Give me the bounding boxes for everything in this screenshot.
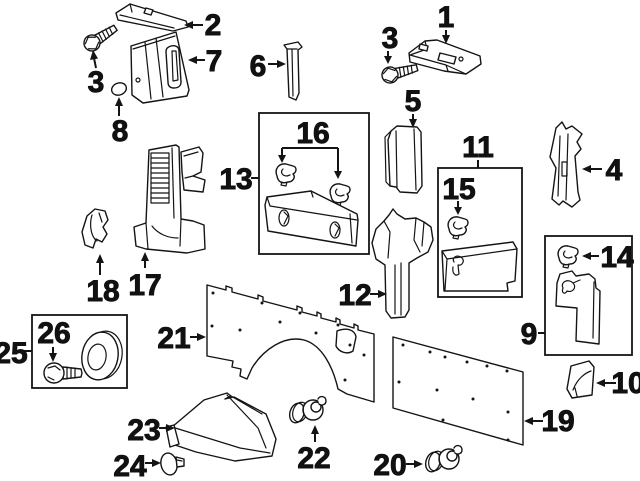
callout-21: 21: [157, 322, 190, 355]
callout-16: 16: [296, 117, 329, 150]
callout-22: 22: [297, 442, 330, 475]
leader-arrow-17: [141, 252, 149, 268]
leader-bracket-16: [278, 147, 342, 179]
callout-11: 11: [462, 131, 494, 164]
part-3-right-screw-drawing: [379, 59, 420, 86]
part-18-bracket-drawing: [81, 208, 109, 249]
callout-6: 6: [250, 50, 267, 83]
callout-8: 8: [112, 115, 129, 148]
part-21-quarter-panel-drawing: [206, 284, 375, 403]
part-10-trim-drawing: [566, 360, 595, 399]
part-15-clip-drawing: [447, 216, 469, 240]
callout-23: 23: [127, 414, 160, 447]
part-19-panel-drawing: [392, 336, 524, 446]
part-6-strip-drawing: [283, 41, 303, 101]
part-2-rail-trim-drawing: [115, 3, 189, 32]
leader-arrow-12: [370, 290, 387, 298]
callout-19: 19: [541, 405, 574, 438]
leader-arrow-24: [145, 459, 161, 467]
part-24-clip-drawing: [160, 452, 185, 476]
leader-arrow-21: [190, 333, 206, 341]
leader-arrow-2: [184, 21, 203, 29]
leader-arrow-10: [596, 379, 616, 387]
callout-5: 5: [405, 85, 422, 118]
callout-14: 14: [600, 241, 634, 274]
part-22-push-pin-drawing: [286, 395, 327, 426]
callout-12: 12: [338, 279, 371, 312]
group-box-13: [258, 112, 370, 255]
callout-26: 26: [37, 317, 70, 350]
leader-arrow-20: [406, 460, 423, 468]
leader-arrow-4: [582, 165, 602, 173]
part-9-quarter-trim-drawing: [555, 270, 601, 345]
callout-24: 24: [113, 450, 147, 481]
callout-25: 25: [0, 337, 28, 370]
callout-17: 17: [128, 269, 161, 302]
group-box-9: [544, 235, 633, 356]
callout-13: 13: [219, 163, 252, 196]
leader-arrow-23: [159, 424, 175, 432]
callout-2: 2: [205, 9, 222, 42]
leader-arrow-5: [409, 114, 417, 128]
part-11-sill-drawing: [441, 241, 518, 292]
part-4-pillar-drawing: [549, 121, 583, 208]
part-25-grommet-drawing: [81, 330, 123, 381]
leader-arrow-26: [49, 347, 57, 362]
callout-3-right: 3: [382, 22, 399, 55]
part-26-screw-drawing: [43, 362, 83, 384]
part-13-sill-drawing: [264, 190, 359, 247]
part-17-trim-drawing: [133, 144, 206, 254]
leader-arrow-19: [524, 417, 543, 425]
leader-arrow-14: [582, 252, 599, 260]
group-box-11: [437, 167, 523, 298]
callout-3-left: 3: [88, 66, 105, 99]
leader-arrow-3-left: [90, 50, 98, 69]
callout-10: 10: [611, 367, 640, 400]
part-8-grommet-drawing: [110, 82, 128, 96]
part-23-wheelhouse-cover-drawing: [165, 392, 277, 462]
callout-9: 9: [521, 318, 538, 351]
callout-1: 1: [438, 1, 455, 34]
callout-15: 15: [442, 173, 475, 206]
callout-18: 18: [86, 275, 119, 308]
leader-arrow-1: [442, 30, 450, 44]
part-14-clip-drawing: [557, 245, 579, 269]
part-7-panel-drawing: [130, 31, 190, 104]
part-20-push-pin-drawing: [422, 444, 463, 475]
part-16-clip-a-drawing: [275, 163, 297, 187]
leader-arrow-7: [188, 56, 205, 64]
callout-7: 7: [206, 45, 223, 78]
part-5-pillar-drawing: [384, 125, 423, 194]
leader-arrow-22: [311, 425, 319, 442]
part-3-left-screw-drawing: [80, 20, 121, 55]
callout-4: 4: [606, 154, 623, 187]
leader-arrow-8: [115, 97, 123, 116]
leader-arrow-3-right: [384, 51, 392, 64]
part-1-scuff-plate-drawing: [408, 39, 482, 75]
leader-arrow-15: [454, 201, 462, 215]
leader-arrow-18: [96, 254, 104, 275]
part-12-pillar-drawing: [371, 208, 434, 319]
leader-arrow-6: [268, 60, 286, 68]
callout-20: 20: [373, 449, 406, 481]
